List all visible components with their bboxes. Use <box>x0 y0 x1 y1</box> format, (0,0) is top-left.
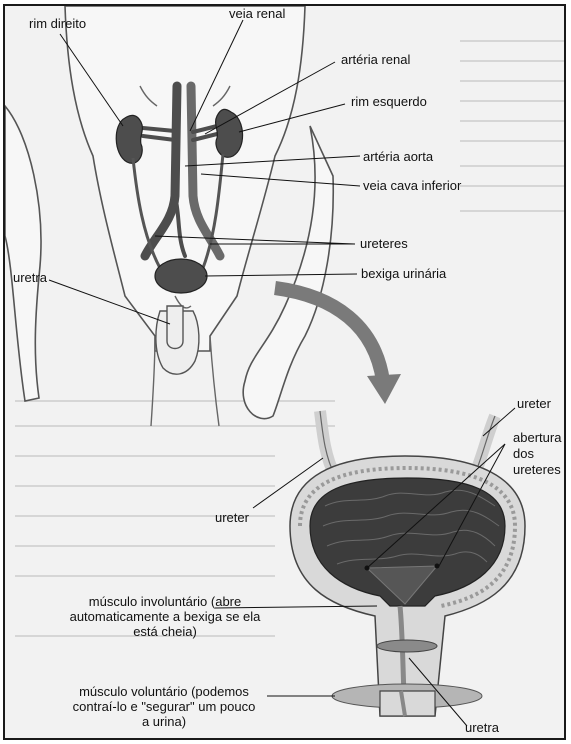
label-abertura-line3: ureteres <box>513 462 561 478</box>
label-musculo-voluntario-line2: contraí-lo e "segurar" um pouco <box>51 699 277 714</box>
label-arteria-aorta: artéria aorta <box>363 149 433 164</box>
genital-outline <box>156 306 199 374</box>
label-ureter-left: ureter <box>215 510 249 525</box>
bladder-large <box>290 411 525 716</box>
label-musculo-voluntario-line1: músculo voluntário (podemos <box>51 684 277 699</box>
label-musculo-involuntario-line2: automaticamente a bexiga se ela <box>55 609 275 624</box>
bladder-small <box>155 259 207 293</box>
label-uretra-top: uretra <box>13 270 47 285</box>
label-rim-direito: rim direito <box>29 16 86 31</box>
label-abertura-line1: abertura <box>513 430 561 446</box>
label-arteria-renal: artéria renal <box>341 52 410 67</box>
label-rim-esquerdo: rim esquerdo <box>351 94 427 109</box>
label-veia-cava-inferior: veia cava inferior <box>363 178 461 193</box>
label-abertura-line2: dos <box>513 446 561 462</box>
label-musculo-involuntario-line1: músculo involuntário (abre <box>55 594 275 609</box>
label-musculo-involuntario-line3: está cheia) <box>55 624 275 639</box>
label-veia-renal: veia renal <box>229 6 285 21</box>
label-ureteres: ureteres <box>360 236 408 251</box>
label-abertura-dos-ureteres: abertura dos ureteres <box>513 430 561 478</box>
label-ureter-right: ureter <box>517 396 551 411</box>
label-uretra-bottom: uretra <box>465 720 499 735</box>
label-musculo-involuntario: músculo involuntário (abre automaticamen… <box>55 594 275 639</box>
label-musculo-voluntario: músculo voluntário (podemos contraí-lo e… <box>51 684 277 729</box>
figure-frame: rim direito veia renal artéria renal rim… <box>3 4 566 740</box>
label-musculo-voluntario-line3: a urina) <box>51 714 277 729</box>
label-bexiga-urinaria: bexiga urinária <box>361 266 446 281</box>
